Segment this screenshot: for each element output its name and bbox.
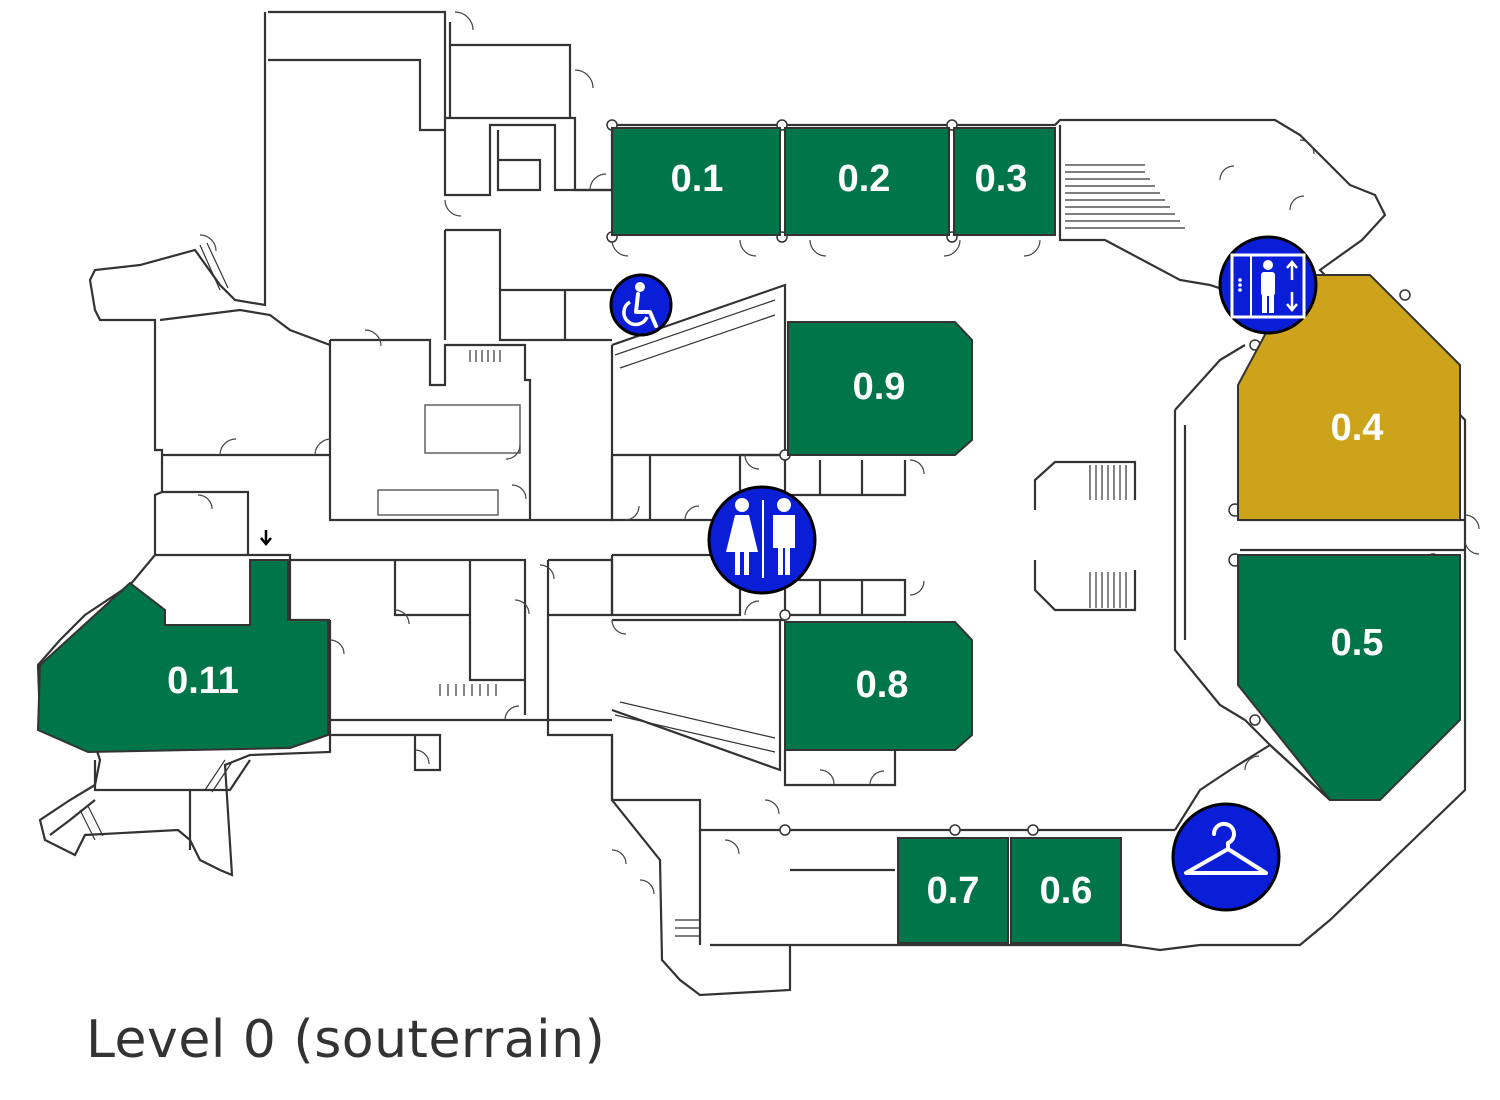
room-0-1[interactable]: 0.1 <box>611 127 781 236</box>
level-title: Level 0 (souterrain) <box>86 1010 606 1070</box>
room-0-3-area[interactable] <box>953 127 1056 236</box>
cloakroom-hanger-icon[interactable] <box>1171 802 1281 912</box>
room-0-6[interactable]: 0.6 <box>1010 837 1122 944</box>
room-0-11[interactable]: 0.11 <box>36 559 329 754</box>
room-0-2[interactable]: 0.2 <box>784 127 950 236</box>
floor-plan-map: 0.1 0.2 0.3 0.4 0.5 0.6 0.7 0.8 0.9 0.11 <box>36 10 1480 997</box>
room-0-7-area[interactable] <box>897 837 1009 944</box>
entrance-arrow-icon <box>260 530 272 546</box>
room-0-4-area[interactable] <box>1237 274 1461 521</box>
room-0-11-area[interactable] <box>36 559 329 754</box>
door-swings <box>197 11 1480 895</box>
room-0-1-area[interactable] <box>611 127 781 236</box>
room-0-8[interactable]: 0.8 <box>784 621 973 751</box>
elevator-icon[interactable] <box>1218 235 1318 335</box>
room-0-2-area[interactable] <box>784 127 950 236</box>
restrooms-icon[interactable] <box>707 485 817 595</box>
room-0-5[interactable]: 0.5 <box>1237 554 1461 801</box>
room-0-9[interactable]: 0.9 <box>787 321 973 456</box>
building-walls <box>36 10 1467 997</box>
room-0-5-area[interactable] <box>1237 554 1461 801</box>
room-0-3[interactable]: 0.3 <box>953 127 1056 236</box>
room-0-6-area[interactable] <box>1010 837 1122 944</box>
staircase-graphics <box>79 164 1185 937</box>
room-0-7[interactable]: 0.7 <box>897 837 1009 944</box>
wheelchair-accessible-icon[interactable] <box>609 273 673 337</box>
room-0-9-area[interactable] <box>787 321 973 456</box>
room-0-8-area[interactable] <box>784 621 973 751</box>
